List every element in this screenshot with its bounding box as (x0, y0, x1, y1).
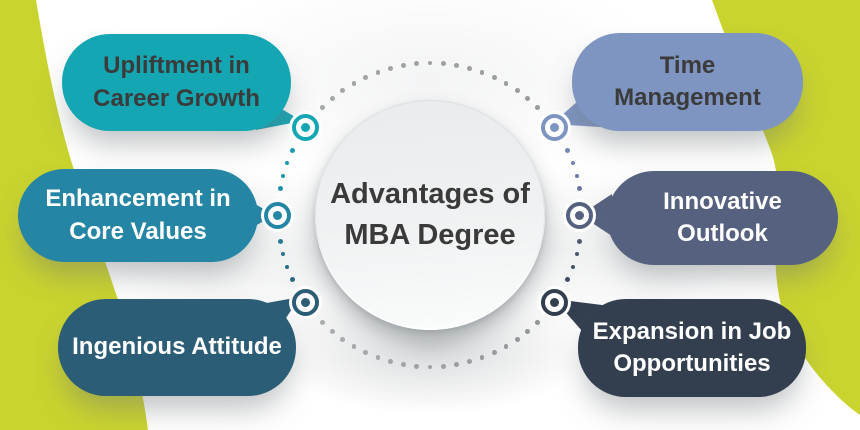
central-circle: Advantages of MBA Degree (315, 100, 545, 330)
connector-dot-icon (273, 211, 282, 220)
ring-dot (570, 264, 575, 270)
ring-dot (320, 105, 325, 110)
ring-dot (427, 60, 433, 66)
connector-dot-icon (550, 298, 559, 307)
bubble-label: Upliftment in Career Growth (93, 50, 260, 114)
bubble-innovative-outlook: Innovative Outlook (607, 171, 838, 265)
connector-node-expansion (541, 289, 568, 316)
connector-node-enhancement (264, 202, 291, 229)
ring-dot (281, 173, 286, 178)
ring-dot (388, 65, 394, 71)
ring-dot (388, 359, 394, 365)
ring-dot (453, 62, 459, 68)
ring-dot (285, 264, 290, 270)
ring-dot (277, 238, 283, 244)
ring-dot (479, 355, 485, 361)
ring-dot (514, 337, 520, 342)
title-line: MBA Degree (344, 219, 516, 251)
bubble-label: Ingenious Attitude (72, 331, 282, 363)
bubble-tail (580, 194, 612, 236)
bubble-text-line: Enhancement in (45, 185, 231, 213)
connector-node-innovative (566, 202, 593, 229)
ring-dot (577, 238, 583, 244)
ring-dot (514, 88, 520, 93)
ring-dot (375, 355, 381, 361)
bubble-time-management: Time Management (572, 33, 803, 131)
bubble-text-line: Career Growth (93, 84, 260, 112)
ring-dot (525, 96, 531, 101)
bubble-text-line: Management (614, 84, 761, 111)
ring-dot (440, 61, 446, 66)
ring-dot (535, 320, 540, 325)
ring-dot (466, 65, 472, 71)
ring-dot (277, 186, 283, 192)
ring-dot (565, 148, 571, 154)
ring-dot (351, 344, 357, 350)
ring-dot (320, 320, 325, 325)
ring-dot (289, 148, 295, 154)
ring-dot (351, 80, 357, 86)
ring-dot (281, 252, 286, 257)
ring-dot (466, 359, 472, 365)
ring-dot (491, 74, 497, 80)
ring-dot (535, 105, 540, 110)
ring-dot (401, 62, 406, 68)
connector-dot-icon (575, 211, 584, 220)
ring-dot (525, 329, 531, 334)
connector-node-ingenious (292, 289, 319, 316)
ring-dot (440, 364, 446, 369)
ring-dot (574, 173, 579, 178)
ring-dot (414, 364, 420, 369)
bubble-text-line: Expansion in Job (592, 317, 792, 345)
bubble-label: Innovative Outlook (663, 186, 782, 250)
ring-dot (329, 329, 335, 334)
ring-dot (479, 69, 485, 75)
bubble-text-line: Outlook (677, 220, 768, 247)
infographic-title: Advantages of MBA Degree (330, 174, 530, 255)
ring-dot (577, 186, 583, 192)
ring-dot (289, 276, 295, 282)
ring-dot (329, 96, 335, 101)
bubble-enhancement-core-values: Enhancement in Core Values (18, 169, 258, 262)
bubble-upliftment-career-growth: Upliftment in Career Growth (62, 34, 291, 131)
ring-dot (453, 362, 459, 368)
ring-dot (414, 61, 420, 66)
ring-dot (363, 350, 369, 356)
ring-dot (401, 362, 406, 368)
ring-dot (565, 276, 571, 282)
ring-dot (340, 337, 346, 342)
ring-dot (574, 252, 579, 257)
bubble-text-line: Ingenious Attitude (72, 333, 282, 361)
ring-dot (285, 160, 290, 166)
bubble-text-line: Time (659, 51, 716, 79)
title-line: Advantages of (330, 178, 530, 211)
connector-dot-icon (301, 123, 310, 132)
ring-dot (427, 364, 433, 370)
bubble-text-line: Upliftment in (103, 52, 250, 80)
connector-dot-icon (550, 123, 559, 132)
ring-dot (363, 74, 369, 80)
ring-dot (503, 344, 509, 350)
ring-dot (503, 80, 509, 86)
bubble-text-line: Core Values (69, 217, 207, 245)
ring-dot (340, 88, 346, 93)
bubble-label: Time Management (614, 50, 761, 114)
bubble-label: Expansion in Job Opportunities (593, 316, 792, 380)
ring-dot (491, 350, 497, 356)
bubble-text-line: Innovative (663, 187, 782, 215)
bubble-expansion-job-opportunities: Expansion in Job Opportunities (578, 299, 806, 397)
bubble-text-line: Opportunities (613, 350, 771, 377)
bubble-label: Enhancement in Core Values (45, 183, 230, 247)
ring-dot (375, 69, 381, 75)
connector-dot-icon (301, 298, 310, 307)
bubble-ingenious-attitude: Ingenious Attitude (58, 299, 296, 396)
connector-node-upliftment (292, 114, 319, 141)
ring-dot (570, 160, 575, 166)
connector-node-time (541, 114, 568, 141)
